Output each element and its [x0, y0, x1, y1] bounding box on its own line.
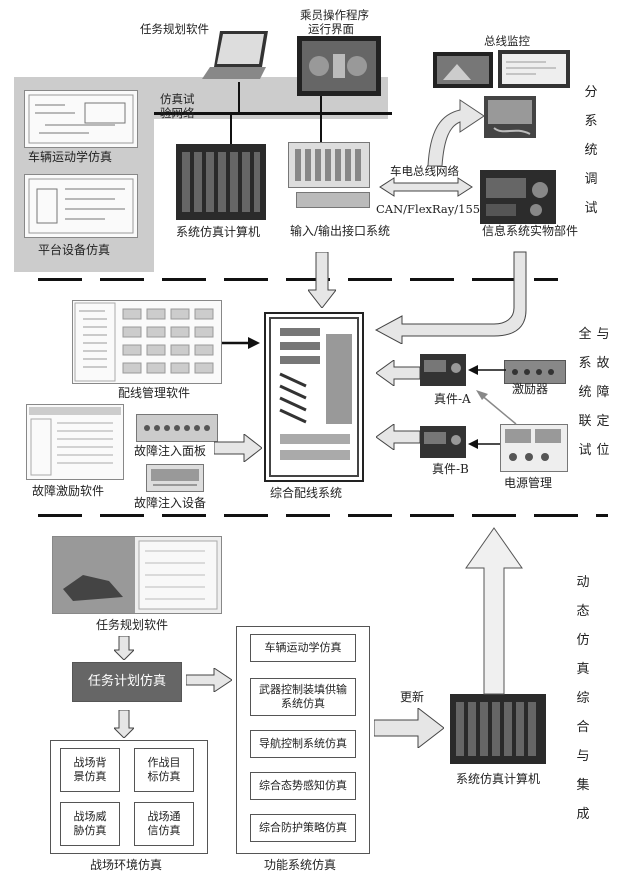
fault-stimulus-label: 故障激励软件 [32, 484, 105, 498]
update-label: 更新 [400, 690, 425, 704]
battlefield-cell-target-label: 作战目标仿真 [147, 756, 181, 783]
function-item-protection: 综合防护策略仿真 [250, 814, 356, 842]
laptop-icon [202, 31, 268, 79]
bus-monitor-curved-arrow [427, 99, 485, 167]
crew-ui-label-1: 乘员操作程序 [300, 8, 369, 22]
arrow-power-to-real-b [468, 439, 500, 449]
arrow-down-io [308, 252, 336, 308]
arrow-update [374, 708, 444, 748]
arrow-down-to-battlefield [114, 710, 134, 738]
bus-double-arrow [379, 177, 473, 197]
function-item-weapon: 武器控制装填供输系统仿真 [250, 678, 356, 716]
arrow-info-to-wiring [374, 251, 527, 344]
info-system-parts-label: 信息系统实物部件 [482, 224, 579, 238]
platform-device-screenshot [24, 174, 138, 238]
integrated-wiring-label: 综合配线系统 [270, 486, 343, 500]
sim-computer-bottom-label: 系统仿真计算机 [456, 772, 541, 786]
arrow-fault-to-cabinet [214, 434, 262, 462]
mission-plan-sim-box: 任务计划仿真 [72, 662, 182, 702]
battlefield-cell-bg-label: 战场背景仿真 [73, 756, 107, 783]
exciter-device-icon [504, 360, 566, 384]
function-item-weapon-label: 武器控制装填供输系统仿真 [259, 683, 347, 710]
sim-network-label-2: 验网络 [160, 106, 195, 120]
arrow-wiring-to-cabinet [222, 337, 260, 349]
real-a-device-icon [420, 354, 466, 386]
info-system-parts-icon [480, 170, 556, 224]
mission-planning-bottom-screenshot [52, 536, 222, 614]
function-item-nav-label: 导航控制系统仿真 [259, 737, 347, 750]
battlefield-cell-comm-label: 战场通信仿真 [147, 810, 181, 837]
arrow-exciter-to-real-a [468, 365, 506, 375]
vehicle-kinematics-label: 车辆运动学仿真 [28, 150, 113, 164]
sim-network-label-1: 仿真试 [160, 92, 195, 106]
function-item-situation-label: 综合态势感知仿真 [259, 779, 347, 792]
bus-protocols-label: CAN/FlexRay/1553 [376, 202, 488, 216]
integrated-wiring-cabinet-icon [264, 312, 364, 482]
arrow-real-b-to-cabinet [376, 424, 420, 450]
mission-plan-sim-label: 任务计划仿真 [87, 674, 166, 689]
side-label-dynamic-sim: 动态仿真综合与集成 [576, 575, 590, 822]
function-sys-label: 功能系统仿真 [264, 858, 337, 872]
function-item-situation: 综合态势感知仿真 [250, 772, 356, 800]
function-item-kinematics-label: 车辆运动学仿真 [264, 641, 342, 654]
separator-1 [38, 278, 558, 281]
crew-ui-link [320, 96, 322, 114]
crew-ui-monitor-icon [297, 36, 381, 96]
io-interface-icon [288, 142, 370, 188]
fault-injection-panel-icon [136, 414, 218, 442]
mission-planning-bottom-label: 任务规划软件 [96, 618, 169, 632]
sim-network-line [154, 112, 392, 115]
mission-planning-top-label: 任务规划软件 [140, 22, 209, 36]
side-label-subsystem-debug: 分系统调试 [584, 85, 598, 216]
bus-monitor-screen-icon [433, 52, 493, 88]
power-mgmt-device-icon [500, 424, 568, 472]
arrow-down-to-mission-plan [114, 636, 134, 660]
fault-injection-device-icon [146, 464, 204, 492]
sim-computer-bottom-icon [450, 694, 546, 764]
battlefield-cell-comm: 战场通信仿真 [134, 802, 194, 846]
io-interface-link [320, 114, 322, 144]
separator-2 [38, 514, 608, 517]
laptop-link [238, 82, 240, 114]
fault-injection-panel-label: 故障注入面板 [134, 444, 207, 458]
vehicle-kinematics-screenshot [24, 90, 138, 148]
function-item-kinematics: 车辆运动学仿真 [250, 634, 356, 662]
battlefield-cell-threat-label: 战场威胁仿真 [73, 810, 107, 837]
sim-computer-link [230, 114, 232, 144]
platform-device-label: 平台设备仿真 [38, 243, 111, 257]
sim-computer-label: 系统仿真计算机 [176, 225, 261, 239]
bus-analyzer-icon [484, 96, 536, 138]
bus-network-label: 车电总线网络 [390, 164, 459, 178]
battlefield-cell-bg: 战场背景仿真 [60, 748, 120, 792]
side-label-fault-locate: 与故障定位 [596, 327, 610, 458]
bus-monitor-screen2-icon [498, 50, 570, 88]
battlefield-cell-target: 作战目标仿真 [134, 748, 194, 792]
arrow-power-to-real-a [476, 390, 517, 425]
sim-computer-icon [176, 144, 266, 220]
arrow-real-a-to-cabinet [376, 360, 420, 386]
real-a-label: 真件-A [434, 392, 471, 406]
function-item-nav: 导航控制系统仿真 [250, 730, 356, 758]
arrow-to-function-sys [186, 668, 232, 692]
battlefield-cell-threat: 战场威胁仿真 [60, 802, 120, 846]
battlefield-env-label: 战场环境仿真 [90, 858, 163, 872]
side-label-full-system: 全系统联试 [578, 327, 592, 458]
wiring-mgmt-label: 配线管理软件 [118, 386, 191, 400]
bus-monitor-label: 总线监控 [484, 34, 530, 48]
crew-ui-label-2: 运行界面 [308, 22, 354, 36]
fault-injection-device-label: 故障注入设备 [134, 496, 207, 510]
wiring-mgmt-screenshot [72, 300, 222, 384]
arrow-up-integration [465, 527, 523, 695]
io-card-icon [296, 192, 370, 208]
power-mgmt-label: 电源管理 [504, 476, 553, 490]
function-item-protection-label: 综合防护策略仿真 [259, 821, 347, 834]
real-b-device-icon [420, 426, 466, 458]
real-b-label: 真件-B [432, 462, 469, 476]
io-interface-label: 输入/输出接口系统 [290, 224, 391, 238]
fault-stimulus-screenshot [26, 404, 124, 480]
exciter-label: 激励器 [512, 382, 549, 396]
